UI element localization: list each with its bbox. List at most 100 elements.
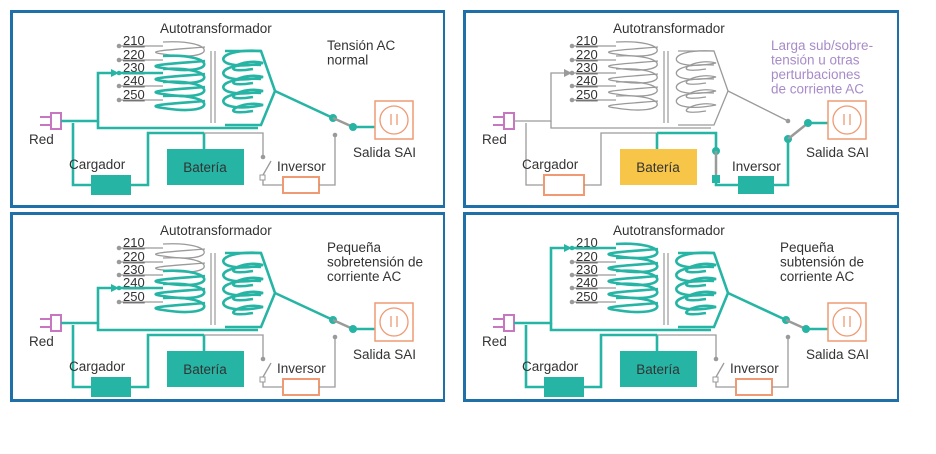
- input-wire: [514, 72, 564, 122]
- inverter-label: Inversor: [277, 361, 326, 376]
- input-wire: [61, 286, 111, 325]
- secondary-coil-loop: [675, 265, 717, 288]
- plug-body: [50, 314, 62, 332]
- primary-coil-loop: [608, 95, 659, 111]
- outlet-socket-icon: [832, 105, 862, 135]
- tap-label-240: 240: [576, 275, 598, 290]
- inverter-box: [738, 176, 774, 194]
- charger-input-wire: [525, 123, 544, 186]
- ups-outlet: [374, 100, 414, 140]
- inverter-label: Inversor: [732, 159, 781, 174]
- plug-body: [50, 112, 62, 130]
- secondary-coil-loop: [222, 91, 264, 114]
- primary-coil-loop: [155, 41, 206, 57]
- primary-coil-loop: [607, 296, 659, 314]
- input-arrow-icon: [111, 284, 119, 292]
- charger-input-wire: [71, 123, 91, 187]
- primary-coil-loop: [608, 41, 659, 57]
- battery-to-inverter-wire: [204, 132, 264, 155]
- tap-label-210: 210: [576, 235, 598, 250]
- charger-input-wire: [524, 325, 544, 389]
- tap-label-240: 240: [123, 275, 145, 290]
- primary-coil-loop: [607, 242, 659, 260]
- outlet-socket-icon: [379, 105, 409, 135]
- condition-note: perturbaciones: [771, 67, 861, 82]
- mains-label: Red: [482, 132, 507, 147]
- primary-coil-loop: [608, 81, 659, 97]
- inverter-input-wire: [262, 180, 283, 186]
- condition-note: Pequeña: [327, 240, 382, 255]
- secondary-coil-loop: [675, 293, 717, 316]
- inverter-switch-terminal: [259, 174, 266, 181]
- primary-coil-loop: [154, 94, 206, 112]
- battery-to-inverter-wire: [657, 334, 717, 357]
- charger-output-wire: [131, 131, 204, 187]
- transformer-title: Autotransformador: [613, 21, 725, 36]
- battery-box: [620, 351, 697, 387]
- condition-note: corriente AC: [780, 269, 855, 284]
- ups-outlet: [827, 302, 867, 342]
- charger-label: Cargador: [69, 157, 126, 172]
- condition-note: subtensión de: [780, 255, 864, 270]
- inverter-box: [735, 378, 773, 396]
- tap-label-220: 220: [123, 249, 145, 264]
- neutral-wire: [550, 121, 711, 129]
- primary-coil-loop: [608, 55, 659, 71]
- neutral-wire: [96, 323, 258, 332]
- input-arrow-icon: [111, 69, 119, 77]
- tap-label-250: 250: [123, 87, 145, 102]
- battery-label: Batería: [636, 160, 680, 175]
- ups-outlet: [827, 100, 867, 140]
- condition-note: de corriente AC: [771, 82, 864, 97]
- secondary-coil-loop: [222, 49, 264, 72]
- primary-coil-loop: [154, 296, 206, 314]
- inverter-output-wire: [772, 337, 789, 388]
- transformer-output-wire: [727, 90, 789, 122]
- battery-box: [167, 351, 244, 387]
- tap-label-230: 230: [123, 60, 145, 75]
- inverter-output-wire: [319, 135, 336, 186]
- transformer-title: Autotransformador: [613, 223, 725, 238]
- secondary-coil-loop: [222, 293, 264, 316]
- input-arrow-icon: [564, 69, 572, 77]
- battery-label: Batería: [183, 362, 227, 377]
- inverter-box: [282, 378, 320, 396]
- charger-label: Cargador: [69, 359, 126, 374]
- transformer-title: Autotransformador: [160, 21, 272, 36]
- diagram-undervoltage: Autotransformador210220230240250RedSalid…: [482, 223, 869, 397]
- mains-label: Red: [482, 334, 507, 349]
- charger-output-wire: [131, 333, 204, 389]
- tap-label-220: 220: [123, 47, 145, 62]
- charger-label: Cargador: [522, 359, 579, 374]
- primary-coil-loop: [155, 243, 206, 259]
- tap-label-250: 250: [576, 87, 598, 102]
- inverter-contact: [332, 132, 338, 138]
- condition-note: corriente AC: [327, 269, 402, 284]
- inverter-box: [282, 176, 320, 194]
- secondary-coil-loop: [675, 64, 717, 85]
- neutral-wire: [549, 323, 711, 332]
- inverter-input-wire: [715, 382, 736, 388]
- outlet-socket-icon: [832, 307, 862, 337]
- tap-label-210: 210: [123, 33, 145, 48]
- inverter-switch-contact: [713, 356, 719, 362]
- tap-label-220: 220: [576, 249, 598, 264]
- mains-label: Red: [29, 132, 54, 147]
- condition-note: normal: [327, 53, 368, 68]
- condition-note: Tensión AC: [327, 38, 396, 53]
- tap-label-250: 250: [576, 289, 598, 304]
- switch-contact: [785, 118, 791, 124]
- transfer-switch: [787, 122, 809, 140]
- ups-output-label: Salida SAI: [806, 145, 869, 160]
- secondary-coil-loop: [222, 251, 264, 274]
- secondary-coil-loop: [675, 251, 717, 274]
- transformer-output-wire: [274, 291, 334, 322]
- secondary-coil-loop: [675, 78, 717, 99]
- charger-box: [91, 175, 131, 195]
- plug-body: [503, 314, 515, 332]
- charger-input-wire: [71, 325, 91, 389]
- secondary-coil-loop: [222, 63, 264, 86]
- diagram-normal: Autotransformador210220230240250RedSalid…: [29, 21, 416, 195]
